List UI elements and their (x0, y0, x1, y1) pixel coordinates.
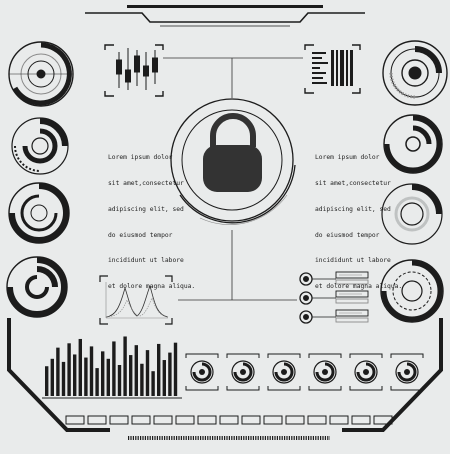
gauge-left-4 (6, 256, 68, 318)
equalizer-bar (78, 338, 82, 396)
bottom-rect-row (65, 415, 393, 425)
mini-gauge (226, 353, 260, 391)
text-block-left: Lorem ipsum dolor sit amet,consectetur a… (108, 137, 248, 309)
equalizer-bar (173, 342, 178, 396)
gauge-right-4 (380, 259, 444, 323)
equalizer-bar (95, 368, 99, 396)
equalizer-bar (112, 341, 116, 396)
text-line: adipiscing elit, sed (108, 205, 184, 213)
bottom-rect-cell (373, 415, 393, 425)
bottom-frame (7, 318, 443, 440)
gauge-left-3 (8, 182, 70, 244)
text-line: incididunt ut labore (315, 257, 391, 265)
equalizer-bar (117, 365, 122, 396)
gauge-right-2 (383, 114, 443, 174)
equalizer-bar (45, 366, 49, 396)
barcode-widget (304, 44, 361, 94)
padlock-icon (203, 113, 262, 192)
equalizer-bar (129, 355, 133, 396)
bottom-rect-cell (263, 415, 283, 425)
text-line: et dolore magna aliqua. (108, 283, 196, 291)
mini-gauge (185, 353, 219, 391)
text-line: Lorem ipsum dolor (315, 154, 380, 162)
gauge-right-1 (382, 40, 448, 106)
text-line: do eiusmod tempor (108, 231, 173, 239)
network-nodes-widget (299, 271, 369, 324)
equalizer-bar (101, 351, 105, 396)
waveform-chart-widget (99, 275, 173, 325)
equalizer-bar (168, 352, 172, 396)
equalizer-bar (140, 363, 144, 396)
mini-gauge-row (185, 353, 424, 391)
mini-gauge (349, 353, 383, 391)
text-line: adipiscing elit, sed (315, 205, 391, 213)
equalizer-bar (145, 350, 150, 396)
bottom-rect-cell (87, 415, 107, 425)
bottom-rect-cell (219, 415, 239, 425)
equalizer-bar (123, 336, 127, 396)
gauge-left-2 (11, 117, 69, 175)
equalizer-bar (56, 347, 60, 396)
candlestick-chart-widget (104, 44, 164, 97)
bottom-rect-cell (307, 415, 327, 425)
text-line: Lorem ipsum dolor (108, 154, 173, 162)
equalizer-bar (67, 343, 71, 396)
equalizer-bar (73, 354, 77, 396)
mini-gauge (308, 353, 342, 391)
bottom-rect-cell (131, 415, 151, 425)
equalizer-bar (106, 358, 110, 396)
gauge-left-1 (8, 41, 74, 107)
text-line: et dolore magna aliqua. (315, 283, 403, 291)
equalizer-bar (151, 371, 155, 396)
text-line: sit amet,consectetur (108, 179, 184, 187)
bottom-rect-cell (197, 415, 217, 425)
mini-gauge (267, 353, 301, 391)
equalizer-bar (84, 357, 88, 396)
equalizer-bar (157, 343, 161, 396)
equalizer-bar (162, 360, 166, 396)
text-block-right: Lorem ipsum dolor sit amet,consectetur a… (315, 137, 450, 309)
gauge-right-3 (381, 183, 443, 245)
equalizer-bar (134, 345, 138, 396)
bottom-rect-cell (285, 415, 305, 425)
mini-gauge (390, 353, 424, 391)
bottom-rect-cell (153, 415, 173, 425)
bottom-rect-cell (65, 415, 85, 425)
central-lock-dial (170, 98, 296, 225)
text-line: sit amet,consectetur (315, 179, 391, 187)
equalizer-bar (89, 346, 94, 396)
text-line: do eiusmod tempor (315, 231, 380, 239)
bottom-rect-cell (175, 415, 195, 425)
bottom-rect-cell (329, 415, 349, 425)
connector-lines (163, 57, 303, 301)
equalizer-bar (50, 358, 54, 396)
top-header-frame (85, 5, 365, 27)
bottom-rect-cell (109, 415, 129, 425)
text-line: incididunt ut labore (108, 257, 184, 265)
bottom-rect-cell (351, 415, 371, 425)
equalizer-bar (61, 361, 66, 396)
bottom-rect-cell (241, 415, 261, 425)
equalizer-bars (42, 336, 182, 399)
